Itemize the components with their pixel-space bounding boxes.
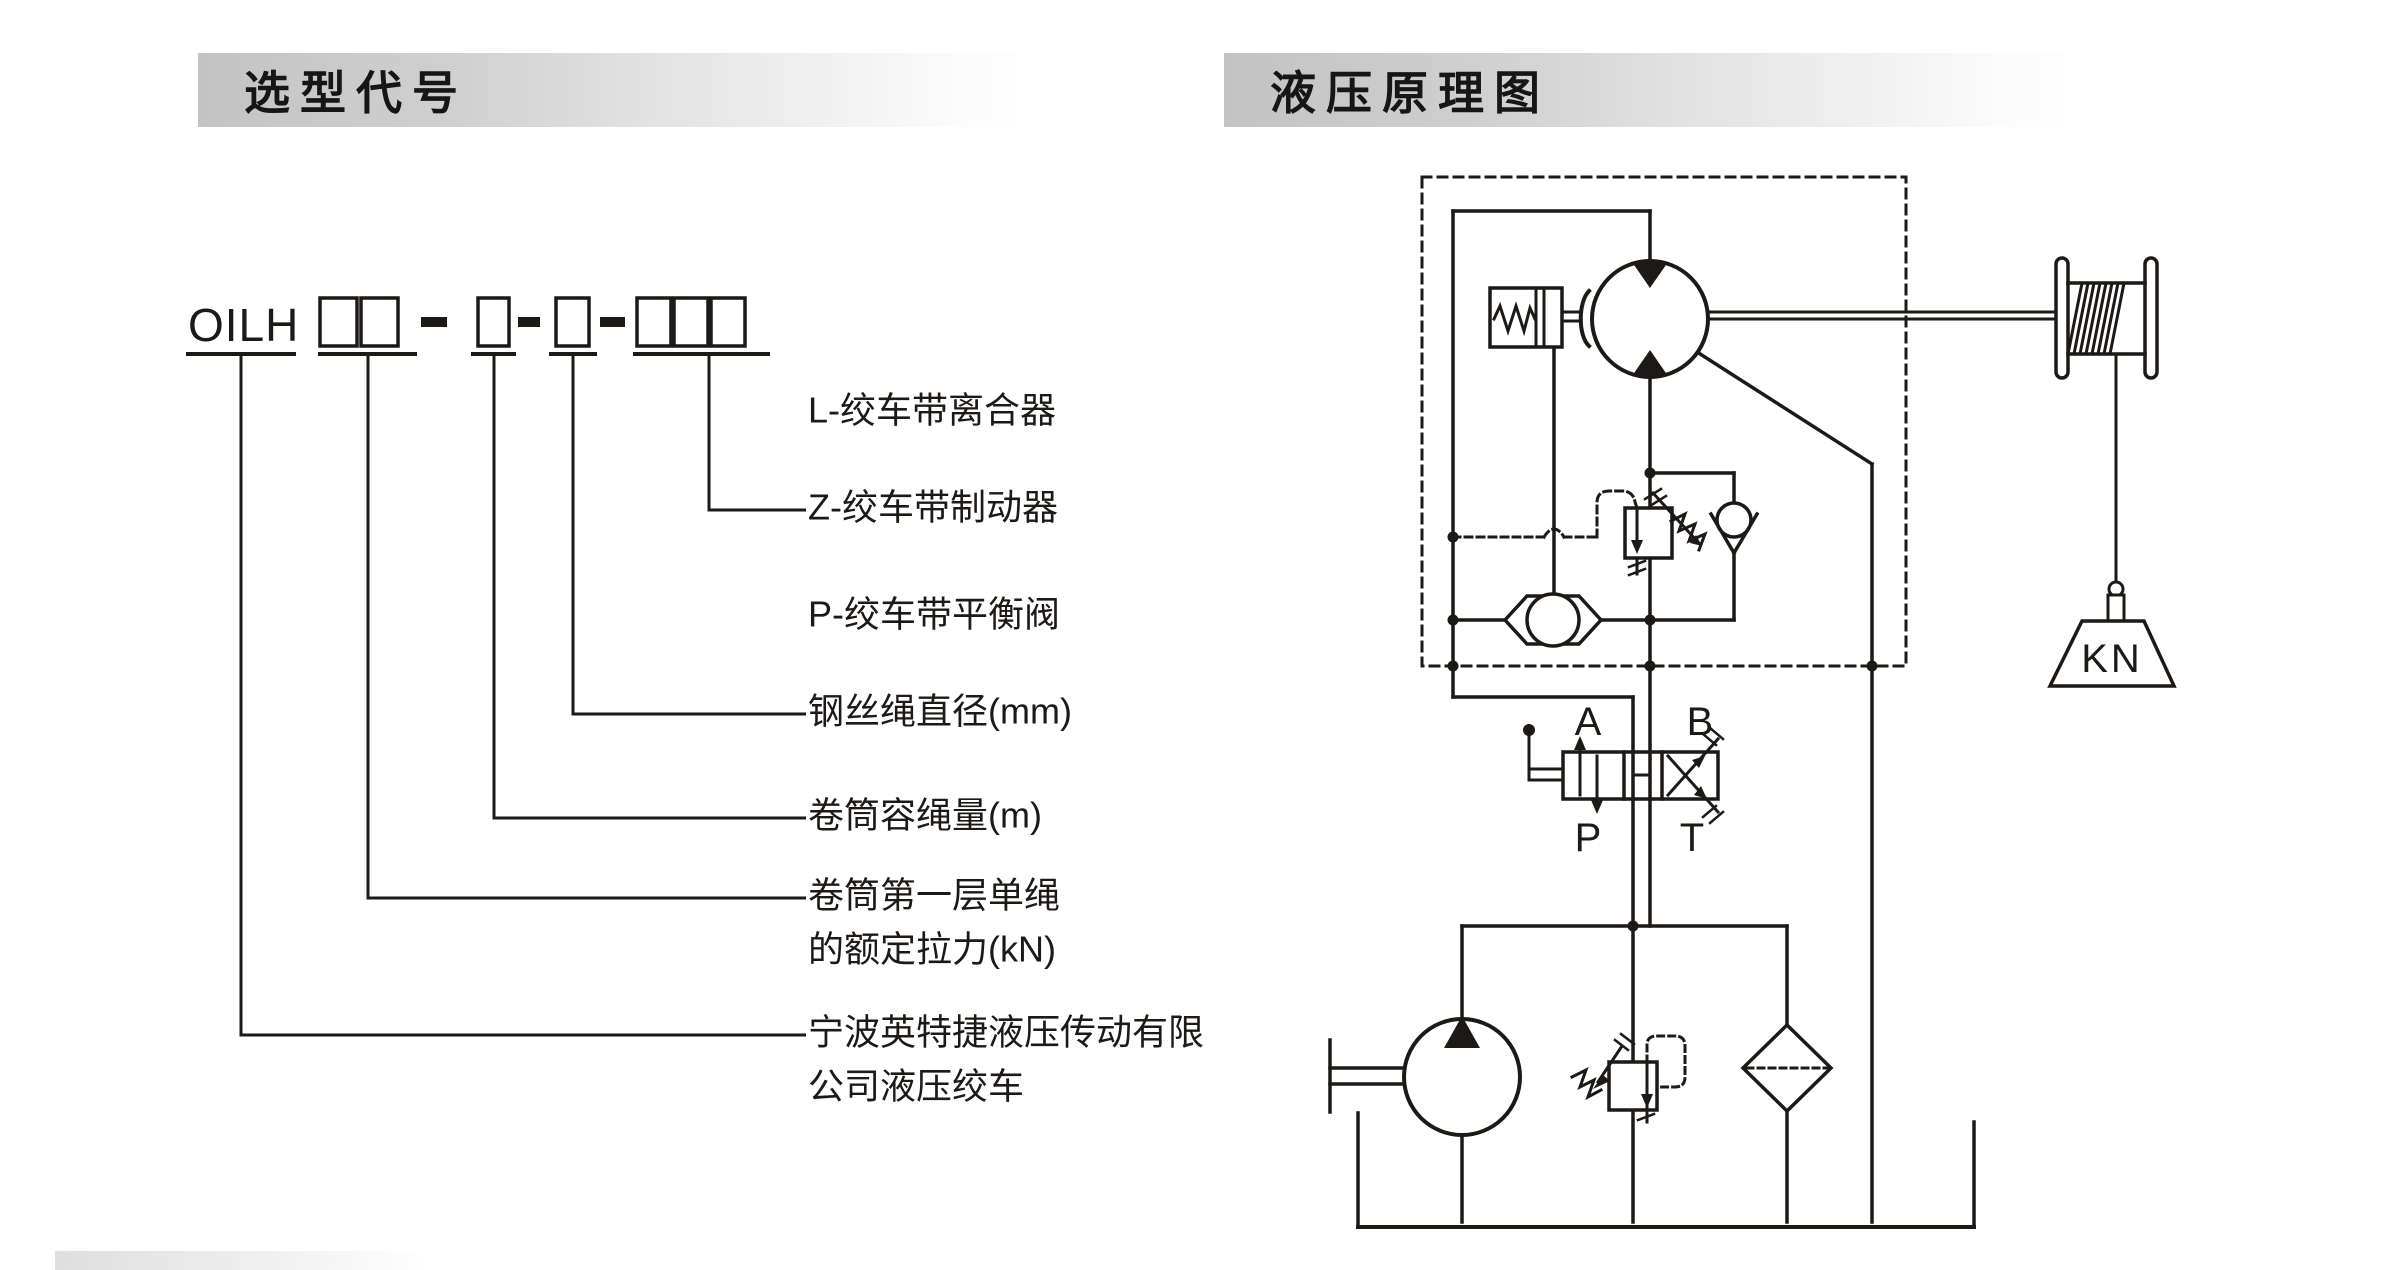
motor-flow-triangle-bottom [1632, 350, 1668, 376]
port-labels: A B P T [1575, 700, 1714, 860]
code-labels: L-绞车带离合器 Z-绞车带制动器 P-绞车带平衡阀 钢丝绳直径(mm) 卷筒容… [808, 390, 1204, 1107]
adjustment-arrow [1595, 1043, 1625, 1085]
label-rated-pull-1: 卷筒第一层单绳 [808, 875, 1060, 916]
model-code-prefix: OILH [188, 299, 299, 351]
label-company-1: 宁波英特捷液压传动有限 [808, 1012, 1204, 1053]
load-label: KN [2081, 637, 2143, 681]
label-brake: Z-绞车带制动器 [808, 487, 1058, 528]
label-company-2: 公司液压绞车 [808, 1066, 1024, 1107]
label-rated-pull-2: 的额定拉力(kN) [808, 929, 1056, 970]
section-header-hydraulic-schematic: 液压原理图 [1224, 53, 2104, 127]
code-box-group-frame-size [318, 296, 400, 348]
section-header-model-code: 选型代号 [198, 53, 1056, 127]
shuttle-valve-symbol [1502, 592, 1604, 648]
label-drum-capacity: 卷筒容绳量(m) [808, 795, 1042, 836]
label-balance-valve: P-绞车带平衡阀 [808, 594, 1060, 635]
directional-valve-symbol [1561, 726, 1725, 825]
winch-assembly-dashed-enclosure [1420, 175, 1908, 668]
pilot-dashed-lines [1451, 489, 1639, 540]
leader-drum-capacity [492, 356, 806, 820]
code-dash-icon [421, 317, 625, 327]
relief-pilot-dashed-loop [1645, 1034, 1687, 1089]
hydraulic-schematic: A B P T [1328, 175, 2177, 1229]
brake-cylinder-symbol [1488, 286, 1592, 349]
counterbalance-valve-symbol [1623, 487, 1708, 577]
leader-options [707, 356, 806, 512]
check-valve-symbol [1708, 501, 1760, 556]
label-rope-diameter: 钢丝绳直径(mm) [808, 691, 1072, 732]
drive-shaft [1706, 310, 2058, 321]
relief-valve-symbol [1569, 1032, 1687, 1124]
motor-flow-triangle-top [1632, 262, 1668, 288]
winch-drum-symbol [2054, 256, 2159, 380]
clutch-arc-icon [1578, 288, 1592, 349]
section-title-hydraulic-schematic: 液压原理图 [1270, 67, 1550, 119]
load-weight-symbol: KN [2047, 352, 2177, 688]
pump-flow-triangle [1444, 1016, 1480, 1048]
drum-rope-hatching [2066, 281, 2126, 356]
label-clutch: L-绞车带离合器 [808, 390, 1056, 431]
model-code-diagram: OILH [186, 296, 1204, 1107]
tank-symbol [1356, 1111, 1976, 1229]
junction-dots [1447, 467, 1878, 932]
next-section-header-cut-off [55, 1251, 435, 1270]
port-label-p: P [1575, 816, 1602, 860]
section-title-model-code: 选型代号 [244, 67, 468, 119]
filter-symbol [1740, 1022, 1834, 1114]
weight-trapezoid [2047, 619, 2177, 688]
port-label-b: B [1687, 700, 1714, 744]
brake-spring-icon [1492, 301, 1537, 337]
manual-lever-symbol [1523, 724, 1565, 782]
shackle-icon [2106, 593, 2126, 623]
port-label-t: T [1680, 816, 1704, 860]
port-label-a: A [1575, 700, 1602, 744]
code-box-rope-diameter [554, 296, 591, 348]
valve-spring-icon [1569, 1066, 1604, 1101]
valve-spring-icon [1668, 510, 1708, 552]
drum-flange-right [2143, 256, 2159, 380]
hydraulic-motor-symbol [1590, 259, 1710, 379]
leader-rated-pull [366, 356, 806, 900]
leader-lines [239, 356, 806, 1037]
code-box-capacity [476, 296, 511, 348]
leader-rope-diameter [571, 356, 806, 716]
leader-company [239, 356, 806, 1037]
drum-flange-left [2054, 256, 2070, 380]
code-box-group-options [635, 296, 747, 348]
hydraulic-pump-symbol [1328, 1016, 1522, 1137]
